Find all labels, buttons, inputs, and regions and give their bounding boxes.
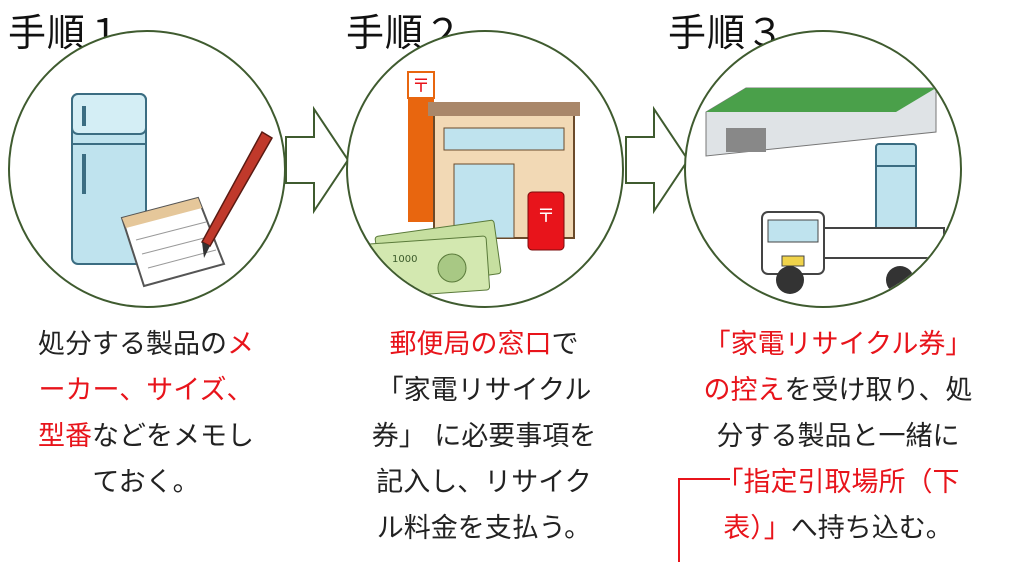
step3-line-3: 分する製品と一緒に bbox=[716, 421, 960, 452]
step1-description: 処分する製品のメ ーカー、サイズ、 型番などをメモし ておく。 bbox=[0, 322, 296, 506]
step2-line-1: 郵便局の窓口で bbox=[389, 329, 579, 360]
refrigerator-icon bbox=[71, 93, 147, 265]
step1-line-2: ーカー、サイズ、 bbox=[38, 375, 254, 406]
notepad-icon bbox=[120, 196, 226, 288]
step2-description: 郵便局の窓口で 「家電リサイクル 券」 に必要事項を 記入し、リサイク ル料金を… bbox=[334, 322, 634, 552]
pen-icon bbox=[200, 130, 274, 258]
step2-line-2: 「家電リサイクル bbox=[376, 375, 592, 406]
arrow-right-icon bbox=[625, 105, 690, 215]
step2-illustration: 〒 〒 1000 bbox=[346, 30, 624, 308]
refrigerator-icon bbox=[875, 143, 917, 231]
step1-line-1: 処分する製品のメ bbox=[38, 329, 254, 360]
step2-line-4: 記入し、リサイク bbox=[376, 467, 592, 498]
step3-line-1: 「家電リサイクル券」 bbox=[703, 329, 973, 360]
step1-line-4: ておく。 bbox=[92, 467, 200, 498]
mailbox-icon: 〒 bbox=[527, 191, 565, 251]
warehouse-icon bbox=[705, 87, 937, 157]
step2-line-5: ル料金を支払う。 bbox=[376, 513, 592, 544]
svg-text:〒: 〒 bbox=[537, 206, 555, 227]
step1-illustration bbox=[8, 30, 286, 308]
truck-icon bbox=[761, 211, 945, 294]
svg-text:〒: 〒 bbox=[412, 76, 430, 97]
step3-illustration bbox=[684, 30, 962, 308]
reference-bracket bbox=[678, 478, 730, 562]
arrow-right-icon bbox=[285, 105, 350, 215]
step2-line-3: 券」 に必要事項を bbox=[371, 421, 597, 452]
svg-text:1000: 1000 bbox=[392, 254, 417, 265]
step3-description: 「家電リサイクル券」 の控えを受け取り、処 分する製品と一緒に 「指定引取場所（… bbox=[668, 322, 1008, 552]
step1-line-3: 型番などをメモし bbox=[38, 421, 254, 452]
step3-line-5: 表）」へ持ち込む。 bbox=[723, 513, 953, 544]
step3-line-4: 「指定引取場所（下 bbox=[716, 467, 960, 498]
step3-line-2: の控えを受け取り、処 bbox=[703, 375, 973, 406]
banknotes-icon: 1000 bbox=[365, 219, 502, 299]
